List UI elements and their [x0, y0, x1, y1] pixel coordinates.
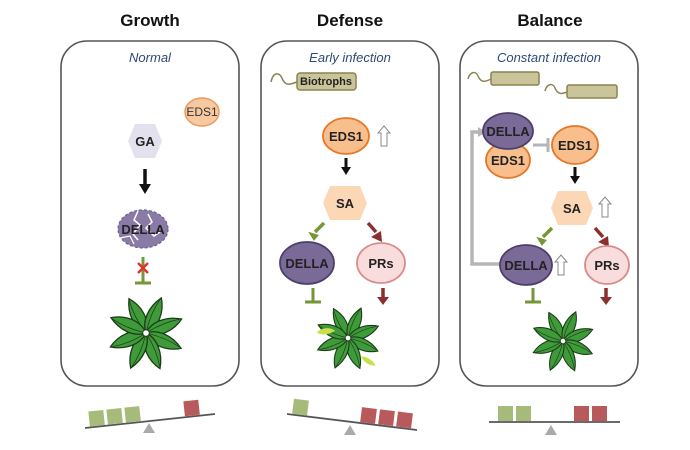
scale-beam: [286, 413, 418, 431]
defense-block: [592, 406, 607, 421]
defense-block: [378, 409, 395, 427]
growth-block: [292, 398, 309, 416]
panel-title: Growth: [120, 11, 180, 30]
defense-block: [360, 407, 377, 424]
svg-text:DELLA: DELLA: [121, 222, 165, 237]
biotrophs-pathogen: Biotrophs: [270, 72, 357, 91]
balance-scale: [286, 398, 418, 435]
growth-block: [516, 406, 531, 421]
pathogen-icon: [544, 83, 618, 99]
svg-text:PRs: PRs: [594, 258, 619, 273]
activation-arrow-green: [536, 226, 554, 246]
activation-arrow: [570, 167, 580, 184]
svg-text:DELLA: DELLA: [486, 124, 530, 139]
feedback-loop-arrow: [470, 127, 500, 266]
della-node: DELLA: [499, 244, 553, 286]
activation-arrow-red: [377, 288, 389, 305]
growth-block: [88, 409, 105, 427]
svg-text:EDS1: EDS1: [329, 129, 363, 144]
ga-hexagon: GA: [128, 124, 162, 158]
svg-text:PRs: PRs: [368, 256, 393, 271]
svg-text:GA: GA: [135, 134, 155, 149]
block-x-icon: [137, 262, 149, 274]
activation-arrow-green: [308, 221, 326, 241]
activation-arrow: [341, 158, 351, 175]
della-node: DELLA: [279, 241, 335, 285]
prs-node: PRs: [356, 242, 406, 284]
panel-defense: Defense Early infection Biotrophs EDS1 S…: [260, 11, 440, 435]
svg-text:EDS1: EDS1: [491, 153, 525, 168]
panel-subtitle: Early infection: [309, 50, 391, 65]
defense-block: [574, 406, 589, 421]
defense-block: [396, 411, 413, 429]
growth-block: [106, 408, 123, 425]
svg-text:SA: SA: [563, 201, 582, 216]
eds1-node: EDS1: [184, 97, 220, 127]
inhibition-bar: [525, 288, 541, 304]
activation-arrow-red: [366, 221, 382, 242]
activation-arrow-red: [593, 226, 609, 247]
defense-block: [183, 399, 200, 417]
degraded-della-node: DELLA: [117, 209, 169, 249]
svg-text:DELLA: DELLA: [285, 256, 329, 271]
svg-text:Biotrophs: Biotrophs: [300, 76, 352, 88]
scale-fulcrum: [545, 425, 557, 435]
svg-text:DELLA: DELLA: [504, 258, 548, 273]
scale-fulcrum: [143, 423, 155, 433]
blocked-inhibition: [135, 257, 151, 285]
scale-fulcrum: [344, 425, 356, 435]
growth-block: [498, 406, 513, 421]
plant-infected-icon: [317, 307, 380, 370]
eds1-node: EDS1: [551, 125, 599, 165]
balance-scale: [489, 406, 620, 435]
inhibition-bar-gray: [533, 138, 550, 152]
prs-node: PRs: [584, 245, 630, 285]
panel-title: Balance: [517, 11, 582, 30]
pathogen-icon: [467, 71, 540, 86]
activation-arrow: [139, 169, 151, 194]
eds1-node: EDS1: [322, 117, 370, 155]
panel-subtitle: Normal: [129, 50, 172, 65]
scale-beam: [84, 413, 216, 429]
panel-title: Defense: [317, 11, 383, 30]
panel-growth: Growth Normal EDS1 GA DELLA: [60, 11, 240, 433]
sa-hexagon: SA: [323, 186, 367, 220]
growth-block: [124, 406, 141, 423]
inhibition-bar: [305, 288, 321, 304]
balance-scale: [84, 399, 216, 433]
panel-subtitle: Constant infection: [497, 50, 601, 65]
svg-text:EDS1: EDS1: [186, 105, 218, 119]
panel-balance: Balance Constant infection EDS1 DELLA: [459, 11, 639, 435]
svg-text:EDS1: EDS1: [558, 138, 592, 153]
activation-arrow-red: [600, 288, 612, 305]
sa-hexagon: SA: [551, 191, 593, 225]
della-eds1-complex: EDS1 DELLA: [482, 112, 534, 179]
svg-text:SA: SA: [336, 196, 355, 211]
